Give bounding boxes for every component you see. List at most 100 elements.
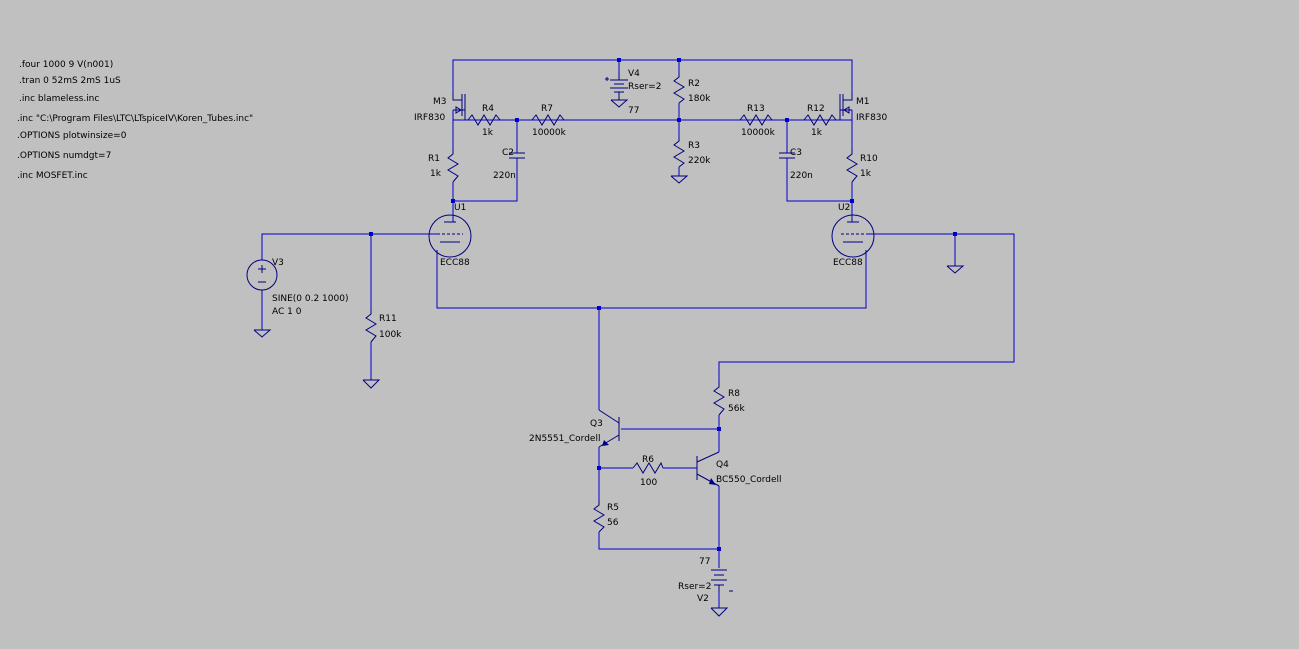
junction-dot [785, 118, 789, 122]
c2-symbol[interactable] [509, 147, 525, 163]
r7-symbol[interactable] [531, 114, 565, 126]
m3-mosfet[interactable] [452, 93, 466, 120]
r2-name: R2 [688, 79, 700, 89]
directive-inc-blameless[interactable]: .inc blameless.inc [19, 94, 99, 104]
directive-options-plotwinsize[interactable]: .OPTIONS plotwinsize=0 [17, 131, 127, 141]
r1-value: 1k [430, 169, 442, 179]
u1-name: U1 [454, 203, 466, 213]
r1-symbol[interactable] [447, 150, 459, 183]
junction-dot [451, 199, 455, 203]
r1-name: R1 [428, 154, 440, 164]
directive-options-numdgt[interactable]: .OPTIONS numdgt=7 [17, 151, 111, 161]
r3-symbol[interactable] [673, 137, 685, 168]
wire-c2-bottom[interactable] [453, 163, 518, 202]
q4-name: Q4 [716, 460, 729, 470]
v4-name: V4 [628, 69, 640, 79]
r13-symbol[interactable] [739, 114, 773, 126]
junction-dot [717, 547, 721, 551]
directive-inc-koren[interactable]: .inc "C:\Program Files\LTC\LTspiceIV\Kor… [17, 114, 253, 124]
u1-value: ECC88 [440, 258, 470, 268]
r13-value: 10000k [741, 128, 776, 138]
component-labels: M3 IRF830 M1 IRF830 R4 1k R7 10000k R13 … [272, 69, 888, 604]
spice-directives: .four 1000 9 V(n001) .tran 0 52mS 2mS 1u… [17, 60, 253, 181]
junction-dot [597, 466, 601, 470]
u2-value: ECC88 [833, 258, 863, 268]
r7-value: 10000k [532, 128, 567, 138]
r6-symbol[interactable] [632, 461, 664, 474]
r8-name: R8 [728, 389, 740, 399]
wire-v3-input[interactable] [261, 233, 437, 260]
r13-name: R13 [747, 104, 765, 114]
m1-mosfet[interactable] [839, 93, 853, 120]
junction-dot [677, 118, 681, 122]
r7-name: R7 [541, 104, 553, 114]
junction-dot [850, 199, 854, 203]
junction-dot [717, 427, 721, 431]
r10-symbol[interactable] [846, 150, 858, 183]
v4-rser: Rser=2 [628, 82, 661, 92]
junction-dot [597, 306, 601, 310]
capacitors [509, 147, 795, 163]
m1-name: M1 [856, 97, 870, 107]
wire-c3-bottom[interactable] [786, 163, 852, 202]
u1-tube[interactable] [428, 214, 472, 258]
ground-icon [670, 175, 689, 184]
c3-symbol[interactable] [779, 147, 795, 163]
directive-four[interactable]: .four 1000 9 V(n001) [19, 60, 113, 70]
r2-value: 180k [688, 94, 711, 104]
junction-dot [953, 232, 957, 236]
junction-dot [369, 232, 373, 236]
wire-top-rail[interactable] [452, 59, 853, 93]
r8-symbol[interactable] [713, 382, 725, 416]
r5-symbol[interactable] [593, 500, 605, 533]
c2-name: C2 [502, 148, 514, 158]
r3-name: R3 [688, 141, 700, 151]
v4-value: 77 [628, 106, 639, 116]
u2-name: U2 [838, 203, 850, 213]
wire-cathode-bus[interactable] [436, 250, 867, 309]
wire-r5-bottom[interactable] [598, 532, 719, 550]
r12-value: 1k [811, 128, 823, 138]
r6-name: R6 [642, 455, 654, 465]
junction-dot [515, 118, 519, 122]
directive-inc-mosfet[interactable]: .inc MOSFET.inc [17, 171, 88, 181]
r10-value: 1k [860, 169, 872, 179]
c2-value: 220n [493, 171, 516, 181]
u2-tube[interactable] [831, 214, 875, 258]
v3-sine-source[interactable] [246, 259, 278, 291]
r2-symbol[interactable] [673, 73, 685, 104]
junctions [369, 58, 957, 551]
junction-dot [677, 58, 681, 62]
r11-symbol[interactable] [365, 310, 377, 343]
resistors [365, 73, 858, 533]
r3-value: 220k [688, 156, 711, 166]
c3-value: 220n [790, 171, 813, 181]
wire-u2-grid-out[interactable] [718, 233, 1015, 382]
r12-symbol[interactable] [803, 114, 837, 126]
r8-value: 56k [728, 404, 745, 414]
r11-value: 100k [379, 330, 402, 340]
v3-sine: SINE(0 0.2 1000) [272, 294, 348, 304]
directive-tran[interactable]: .tran 0 52mS 2mS 1uS [19, 76, 121, 86]
ground-icon [710, 607, 729, 617]
q4-npn[interactable] [696, 451, 720, 487]
q4-value: BC550_Cordell [716, 475, 782, 485]
m1-value: IRF830 [856, 113, 888, 123]
v4-battery[interactable] [605, 73, 628, 100]
r11-name: R11 [379, 314, 397, 324]
ground-icon [253, 329, 272, 338]
v3-ac: AC 1 0 [272, 307, 302, 317]
v2-name: V2 [697, 594, 709, 604]
r12-name: R12 [807, 104, 825, 114]
ground-icon [946, 265, 965, 274]
q3-npn[interactable] [598, 409, 620, 448]
v3-name: V3 [272, 258, 284, 268]
c3-name: C3 [790, 148, 802, 158]
r4-name: R4 [482, 104, 494, 114]
grounds [253, 99, 965, 617]
r4-value: 1k [482, 128, 494, 138]
q3-name: Q3 [590, 419, 603, 429]
r4-symbol[interactable] [467, 114, 501, 126]
v2-battery[interactable] [711, 569, 733, 592]
